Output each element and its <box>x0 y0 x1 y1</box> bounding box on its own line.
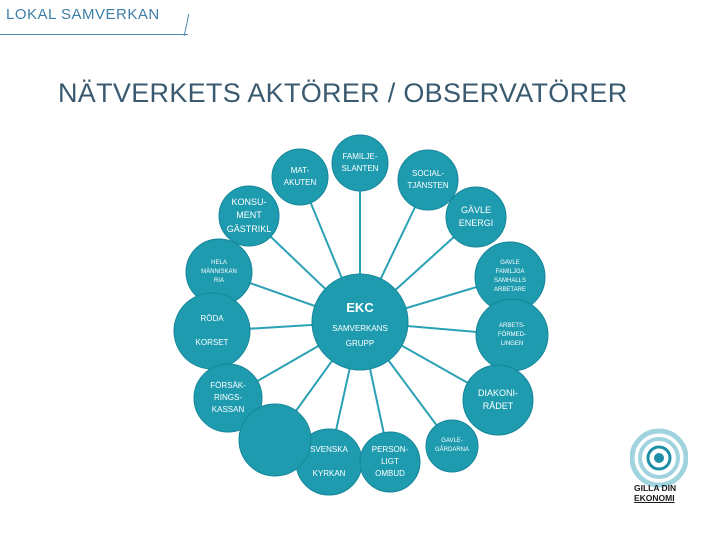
node-forsakringskassan <box>193 363 263 433</box>
node-matakuten <box>271 148 329 206</box>
node-label-forsakringskassan: FÖRSÄK- RINGS- KASSAN <box>210 381 246 414</box>
logo-line-1: GILLA DIN <box>634 483 677 493</box>
node-konsument <box>218 185 280 247</box>
node-label-arbetsformedlingen: ARBETS- FÖRMED- LINGEN <box>498 322 526 347</box>
center-title: EKC <box>346 300 374 315</box>
node-socialtjansten <box>397 149 459 211</box>
center-line-3: GRUPP <box>345 338 375 348</box>
center-label: EKC SAMVERKANS GRUPP <box>310 296 410 351</box>
brand-underline <box>0 34 188 35</box>
logo-ring-middle <box>638 437 680 479</box>
node-label-svenska-kyrkan: SVENSKA KYRKAN <box>310 445 348 478</box>
node-label-gavle-familjga: GAVLE FAMILJGA SAMHALLS ARBETARE <box>493 260 526 293</box>
node-label-konsument: KONSU- MENT GÄSTRIKL <box>226 196 272 234</box>
logo-ring-outer <box>630 428 688 488</box>
logo-text: GILLA DIN EKONOMI <box>634 483 690 504</box>
node-diakoniradet <box>462 364 534 436</box>
node-label-roda-korset: RÖDA KORSET <box>195 314 229 347</box>
node-label-gavlegardarna: GAVLE- GÅRDARNA <box>434 438 469 453</box>
logo-core <box>646 445 672 471</box>
node-label-familjeslanten: FAMILJE- SLANTEN <box>341 152 379 173</box>
node-label-gavle-energi: GÄVLE ENERGI <box>458 204 494 229</box>
page-title: NÄTVERKETS AKTÖRER / OBSERVATÖRER <box>58 78 628 108</box>
node-gavlegardarna <box>425 419 479 473</box>
node-familjeslanten <box>331 134 389 192</box>
logo-dot <box>654 453 664 463</box>
node-label-diakoniradet: DIAKONI- RÅDET <box>477 387 518 412</box>
node-blank <box>238 403 312 477</box>
node-label-socialtjansten: SOCIAL- TJÄNSTEN <box>407 169 449 190</box>
gilla-din-ekonomi-logo <box>630 428 688 488</box>
node-label-personligt-ombud: PERSON- LIGT OMBUD <box>371 445 409 478</box>
logo-line-2: EKONOMI <box>634 492 675 503</box>
node-label-matakuten: MAT- AKUTEN <box>283 166 317 187</box>
node-label-hela-manniskan: HELA MÄNNISKAN RIA <box>201 259 237 284</box>
brand-label: LOKAL SAMVERKAN <box>6 6 160 23</box>
center-line-2: SAMVERKANS <box>332 323 388 333</box>
node-gavle-energi <box>445 186 507 248</box>
node-personligt-ombud <box>359 431 421 493</box>
center-node <box>311 273 409 371</box>
